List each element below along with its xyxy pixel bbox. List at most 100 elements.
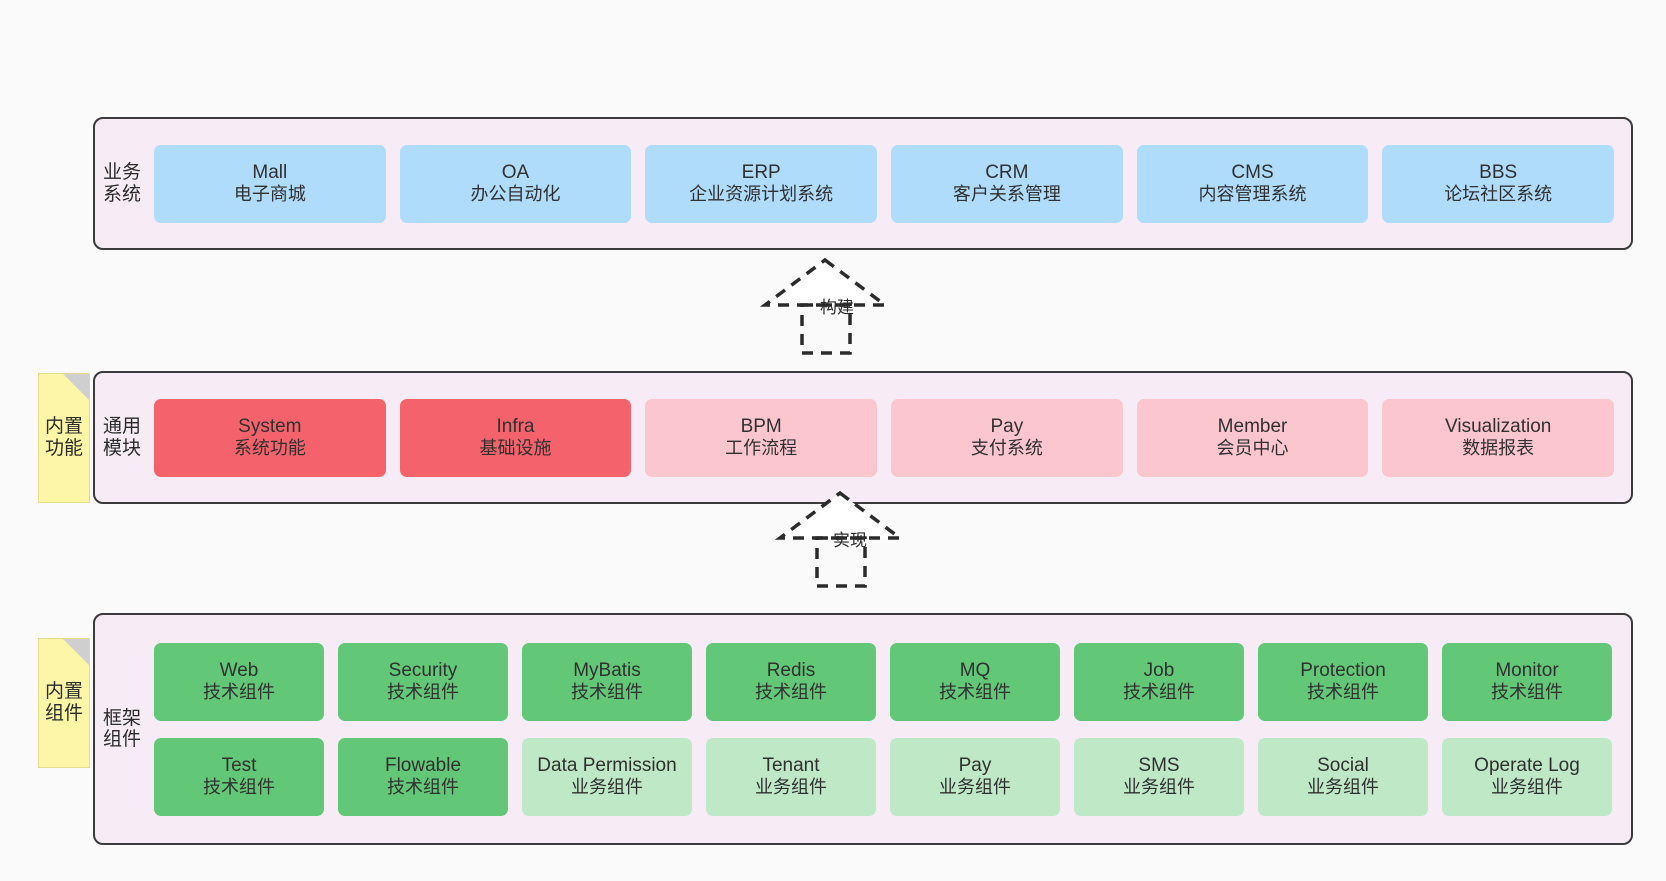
card-system-name: System xyxy=(238,415,302,437)
card-protection[interactable]: Protection 技术组件 xyxy=(1258,642,1428,721)
card-tenant[interactable]: Tenant 业务组件 xyxy=(706,737,876,816)
card-infra-desc: 基础设施 xyxy=(479,438,552,459)
card-mybatis-desc: 技术组件 xyxy=(571,682,643,703)
card-social-name: Social xyxy=(1317,754,1369,776)
card-erp-name: ERP xyxy=(741,161,781,183)
card-pay-component[interactable]: Pay 业务组件 xyxy=(890,737,1060,816)
layer-title-business: 业务系统 xyxy=(103,162,142,205)
layer-framework-components: 框架组件 Web 技术组件 Security 技术组件 MyBatis 技术组件… xyxy=(93,613,1633,845)
card-pay-component-desc: 业务组件 xyxy=(939,777,1011,798)
card-web-name: Web xyxy=(219,659,259,681)
card-sms-desc: 业务组件 xyxy=(1123,777,1195,798)
card-data-permission[interactable]: Data Permission 业务组件 xyxy=(522,737,692,816)
card-social[interactable]: Social 业务组件 xyxy=(1258,737,1428,816)
card-data-permission-name: Data Permission xyxy=(537,754,677,776)
card-member-desc: 会员中心 xyxy=(1216,438,1289,459)
card-redis-name: Redis xyxy=(766,659,816,681)
card-system-desc: 系统功能 xyxy=(233,438,306,459)
note-fold-corner-icon xyxy=(63,374,89,400)
note-builtin-components: 内置组件 xyxy=(38,638,90,768)
card-protection-name: Protection xyxy=(1300,659,1386,681)
card-operate-log-desc: 业务组件 xyxy=(1491,777,1563,798)
card-data-permission-desc: 业务组件 xyxy=(571,777,643,798)
card-crm-name: CRM xyxy=(985,161,1029,183)
modules-card-list: System 系统功能 Infra 基础设施 BPM 工作流程 Pay 支付系统… xyxy=(141,373,1631,502)
card-redis-desc: 技术组件 xyxy=(755,682,827,703)
card-cms[interactable]: CMS 内容管理系统 xyxy=(1136,144,1369,223)
card-mq-name: MQ xyxy=(959,659,991,681)
card-pay-module-desc: 支付系统 xyxy=(970,438,1043,459)
implement-arrow-shaft xyxy=(815,536,867,588)
card-visualization-name: Visualization xyxy=(1445,415,1552,437)
layer-title-framework: 框架组件 xyxy=(103,707,142,750)
card-bpm-name: BPM xyxy=(740,415,782,437)
card-infra[interactable]: Infra 基础设施 xyxy=(399,398,632,477)
card-flowable-desc: 技术组件 xyxy=(387,777,459,798)
card-test-desc: 技术组件 xyxy=(203,777,275,798)
card-mall[interactable]: Mall 电子商城 xyxy=(154,144,386,223)
card-monitor-desc: 技术组件 xyxy=(1491,682,1563,703)
connector-implement: 实现 xyxy=(755,488,955,598)
card-pay-component-name: Pay xyxy=(958,754,992,776)
card-pay-module-name: Pay xyxy=(990,415,1024,437)
card-member-name: Member xyxy=(1217,415,1288,437)
card-job[interactable]: Job 技术组件 xyxy=(1074,642,1244,721)
card-mq[interactable]: MQ 技术组件 xyxy=(890,642,1060,721)
layer-common-modules: 通用模块 System 系统功能 Infra 基础设施 BPM 工作流程 Pay… xyxy=(93,371,1633,504)
card-mall-name: Mall xyxy=(252,161,288,183)
card-erp[interactable]: ERP 企业资源计划系统 xyxy=(645,144,878,223)
note-builtin-components-text: 内置组件 xyxy=(44,681,83,724)
card-oa[interactable]: OA 办公自动化 xyxy=(399,144,632,223)
card-crm[interactable]: CRM 客户关系管理 xyxy=(891,144,1123,223)
card-tenant-name: Tenant xyxy=(762,754,820,776)
layer-title-modules: 通用模块 xyxy=(103,416,142,459)
card-member[interactable]: Member 会员中心 xyxy=(1136,398,1369,477)
framework-row-technical: Web 技术组件 Security 技术组件 MyBatis 技术组件 Redi… xyxy=(147,642,1619,721)
card-security-desc: 技术组件 xyxy=(387,682,459,703)
card-oa-desc: 办公自动化 xyxy=(470,184,561,205)
connector-build-label: 构建 xyxy=(820,298,854,317)
card-mybatis[interactable]: MyBatis 技术组件 xyxy=(522,642,692,721)
card-bbs-desc: 论坛社区系统 xyxy=(1444,184,1553,205)
card-erp-desc: 企业资源计划系统 xyxy=(689,184,834,205)
card-visualization[interactable]: Visualization 数据报表 xyxy=(1382,398,1615,477)
card-sms[interactable]: SMS 业务组件 xyxy=(1074,737,1244,816)
card-bbs[interactable]: BBS 论坛社区系统 xyxy=(1382,144,1615,223)
card-monitor[interactable]: Monitor 技术组件 xyxy=(1442,642,1612,721)
connector-build: 构建 xyxy=(740,255,940,365)
card-redis[interactable]: Redis 技术组件 xyxy=(706,642,876,721)
card-job-name: Job xyxy=(1143,659,1175,681)
card-system[interactable]: System 系统功能 xyxy=(154,398,386,477)
card-oa-name: OA xyxy=(501,161,530,183)
card-pay-module[interactable]: Pay 支付系统 xyxy=(891,398,1123,477)
note-fold-corner-icon xyxy=(63,639,89,665)
card-bpm[interactable]: BPM 工作流程 xyxy=(645,398,878,477)
card-sms-name: SMS xyxy=(1138,754,1180,776)
card-mq-desc: 技术组件 xyxy=(939,682,1011,703)
card-monitor-name: Monitor xyxy=(1495,659,1559,681)
business-card-list: Mall 电子商城 OA 办公自动化 ERP 企业资源计划系统 CRM 客户关系… xyxy=(141,119,1631,248)
card-operate-log[interactable]: Operate Log 业务组件 xyxy=(1442,737,1612,816)
card-social-desc: 业务组件 xyxy=(1307,777,1379,798)
note-builtin-functions-text: 内置功能 xyxy=(44,416,83,459)
card-crm-desc: 客户关系管理 xyxy=(952,184,1061,205)
card-mall-desc: 电子商城 xyxy=(233,184,306,205)
card-job-desc: 技术组件 xyxy=(1123,682,1195,703)
card-security[interactable]: Security 技术组件 xyxy=(338,642,508,721)
connector-implement-label: 实现 xyxy=(833,531,867,550)
card-operate-log-name: Operate Log xyxy=(1474,754,1580,776)
framework-row-business: Test 技术组件 Flowable 技术组件 Data Permission … xyxy=(147,737,1619,816)
card-flowable[interactable]: Flowable 技术组件 xyxy=(338,737,508,816)
card-tenant-desc: 业务组件 xyxy=(755,777,827,798)
layer-business-system: 业务系统 Mall 电子商城 OA 办公自动化 ERP 企业资源计划系统 CRM… xyxy=(93,117,1633,250)
card-infra-name: Infra xyxy=(496,415,535,437)
card-bbs-name: BBS xyxy=(1479,161,1518,183)
card-bpm-desc: 工作流程 xyxy=(725,438,798,459)
build-arrow-shaft xyxy=(800,303,852,355)
card-cms-desc: 内容管理系统 xyxy=(1198,184,1307,205)
card-test-name: Test xyxy=(221,754,257,776)
framework-card-grid: Web 技术组件 Security 技术组件 MyBatis 技术组件 Redi… xyxy=(141,615,1631,843)
card-web[interactable]: Web 技术组件 xyxy=(154,642,324,721)
card-test[interactable]: Test 技术组件 xyxy=(154,737,324,816)
